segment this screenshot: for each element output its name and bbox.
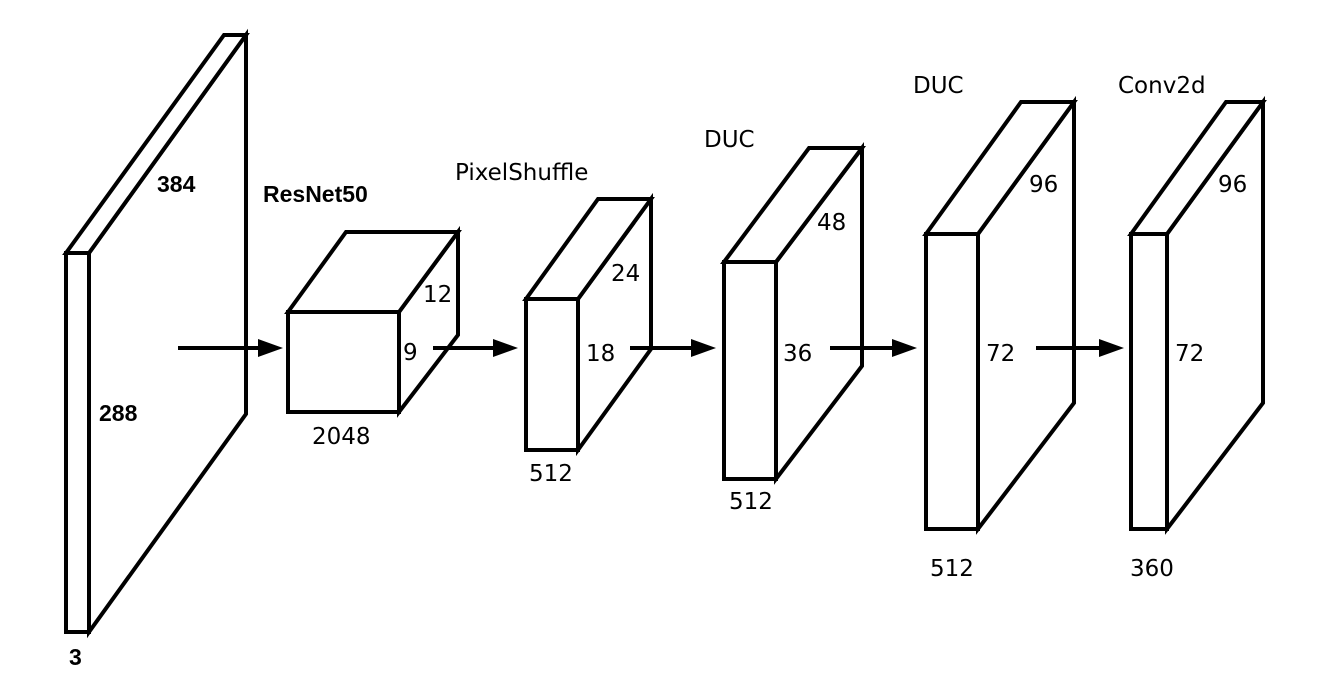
duc2-title: DUC xyxy=(913,73,964,99)
pixelshuffle-title: PixelShuffle xyxy=(455,160,588,186)
duc2-height-label: 72 xyxy=(986,341,1015,367)
input-channels-label: 3 xyxy=(69,644,82,670)
resnet50-title: ResNet50 xyxy=(263,181,368,207)
block-duc2 xyxy=(922,95,1078,535)
duc2-front-face xyxy=(924,232,980,531)
arrow-duc2-to-conv2d xyxy=(1036,339,1124,357)
pixelshuffle-channels-label: 512 xyxy=(529,461,573,487)
duc1-channels-label: 512 xyxy=(729,489,773,515)
resnet50-height-label: 9 xyxy=(403,340,418,366)
arrow-pixelshuffle-to-duc1 xyxy=(630,339,716,357)
duc2-channels-label: 512 xyxy=(930,556,974,582)
block-conv2d xyxy=(1127,95,1267,535)
input-height-label: 288 xyxy=(99,400,138,426)
block-resnet50 xyxy=(284,225,462,418)
input-depth-label: 384 xyxy=(157,171,196,197)
conv2d-depth-label: 96 xyxy=(1218,172,1247,198)
arrow-resnet50-to-pixelshuffle xyxy=(433,339,518,357)
resnet50-channels-label: 2048 xyxy=(312,424,371,450)
resnet50-front-face xyxy=(286,310,401,414)
duc1-depth-label: 48 xyxy=(817,210,846,236)
block-duc1 xyxy=(720,142,867,485)
resnet50-depth-label: 12 xyxy=(423,282,452,308)
duc1-front-face xyxy=(722,260,778,481)
input-front-face xyxy=(64,251,91,634)
pixelshuffle-height-label: 18 xyxy=(586,341,615,367)
block-pixelshuffle xyxy=(522,192,655,457)
conv2d-channels-label: 360 xyxy=(1130,556,1174,582)
block-input xyxy=(62,28,250,639)
duc1-height-label: 36 xyxy=(783,341,812,367)
conv2d-front-face xyxy=(1129,232,1169,531)
duc1-title: DUC xyxy=(704,127,755,153)
pixelshuffle-depth-label: 24 xyxy=(611,261,640,287)
conv2d-height-label: 72 xyxy=(1175,341,1204,367)
duc2-depth-label: 96 xyxy=(1029,172,1058,198)
arrow-duc1-to-duc2 xyxy=(830,339,917,357)
conv2d-title: Conv2d xyxy=(1118,73,1206,99)
arrow-input-to-resnet50 xyxy=(178,339,283,357)
pixelshuffle-front-face xyxy=(524,297,580,452)
